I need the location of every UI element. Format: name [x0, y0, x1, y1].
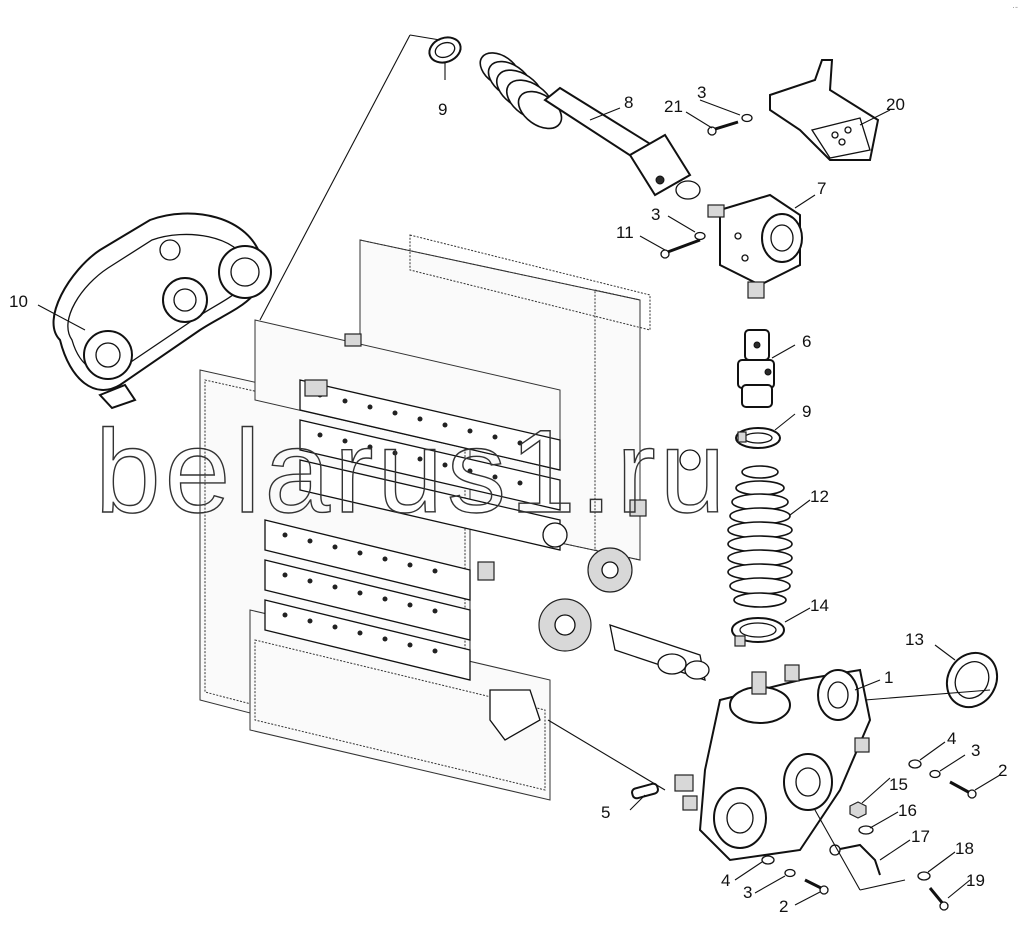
baler-frame — [199, 234, 710, 801]
lower-bracket — [489, 689, 541, 741]
callout-19: 19 — [966, 871, 985, 890]
callout-4-right: 4 — [947, 729, 956, 748]
callout-12: 12 — [810, 487, 829, 506]
side-sprockets — [538, 449, 701, 652]
bolt-11 — [660, 238, 701, 259]
callout-3-top: 3 — [697, 83, 706, 102]
washer-3-bottom — [784, 868, 796, 878]
callout-14: 14 — [810, 596, 829, 615]
chain-drive-housing — [52, 212, 272, 410]
callout-9-lower: 9 — [802, 402, 811, 421]
hose-clamp-14 — [731, 617, 785, 647]
callout-7: 7 — [817, 179, 826, 198]
callout-5: 5 — [601, 803, 610, 822]
callout-21: 21 — [664, 97, 683, 116]
washer-18 — [917, 871, 931, 881]
callout-18: 18 — [955, 839, 974, 858]
washer-4-bottom — [761, 855, 775, 865]
callout-6: 6 — [802, 332, 811, 351]
bolt-21 — [707, 120, 739, 136]
pin — [631, 782, 659, 800]
callout-1: 1 — [884, 668, 893, 687]
bolt-2-bottom — [804, 878, 829, 895]
washer-3-right — [929, 769, 941, 779]
callout-10: 10 — [9, 292, 28, 311]
angle-gearbox — [707, 193, 803, 299]
callout-3-mid: 3 — [651, 205, 660, 224]
callout-17: 17 — [911, 827, 930, 846]
universal-joint — [737, 329, 775, 408]
washer-16 — [858, 825, 874, 835]
stub-shafts — [304, 333, 647, 581]
rotor-drum-upper — [299, 379, 561, 551]
washer-3-mid — [694, 231, 706, 241]
nut-15 — [849, 801, 867, 819]
hose-clamp-lower — [735, 427, 781, 449]
leader-lines — [37, 34, 1001, 906]
callout-labels: 1 2 2 3 3 3 3 4 4 5 6 7 8 9 9 10 11 12 1… — [9, 2, 1018, 916]
callout-13: 13 — [905, 630, 924, 649]
watermark-text: belarus1.ru — [95, 406, 729, 538]
main-gearbox — [674, 664, 872, 862]
callout-4-bottom: 4 — [721, 871, 730, 890]
cover-cap — [945, 651, 999, 709]
mounting-bracket — [769, 59, 880, 161]
callout-16: 16 — [898, 801, 917, 820]
callout-15: 15 — [889, 775, 908, 794]
washer-4-right — [908, 759, 922, 769]
hose-clamp-upper — [428, 36, 462, 64]
bolt-19 — [928, 887, 949, 911]
callout-2-bottom: 2 — [779, 897, 788, 916]
callout-11: 11 — [616, 223, 634, 242]
corner-mark: ·- — [1012, 2, 1018, 12]
callout-2-right: 2 — [998, 761, 1007, 780]
callout-8: 8 — [624, 93, 633, 112]
callout-3-right: 3 — [971, 741, 980, 760]
rotor-drum-lower — [264, 519, 471, 681]
callout-9-upper: 9 — [438, 100, 447, 119]
bolt-2-right — [949, 780, 977, 799]
washer-3-top — [741, 113, 753, 123]
pipe-17 — [829, 843, 881, 876]
callout-20: 20 — [886, 95, 905, 114]
cardan-shaft — [479, 52, 701, 200]
callout-3-bottom: 3 — [743, 883, 752, 902]
protective-bellows — [727, 465, 793, 608]
